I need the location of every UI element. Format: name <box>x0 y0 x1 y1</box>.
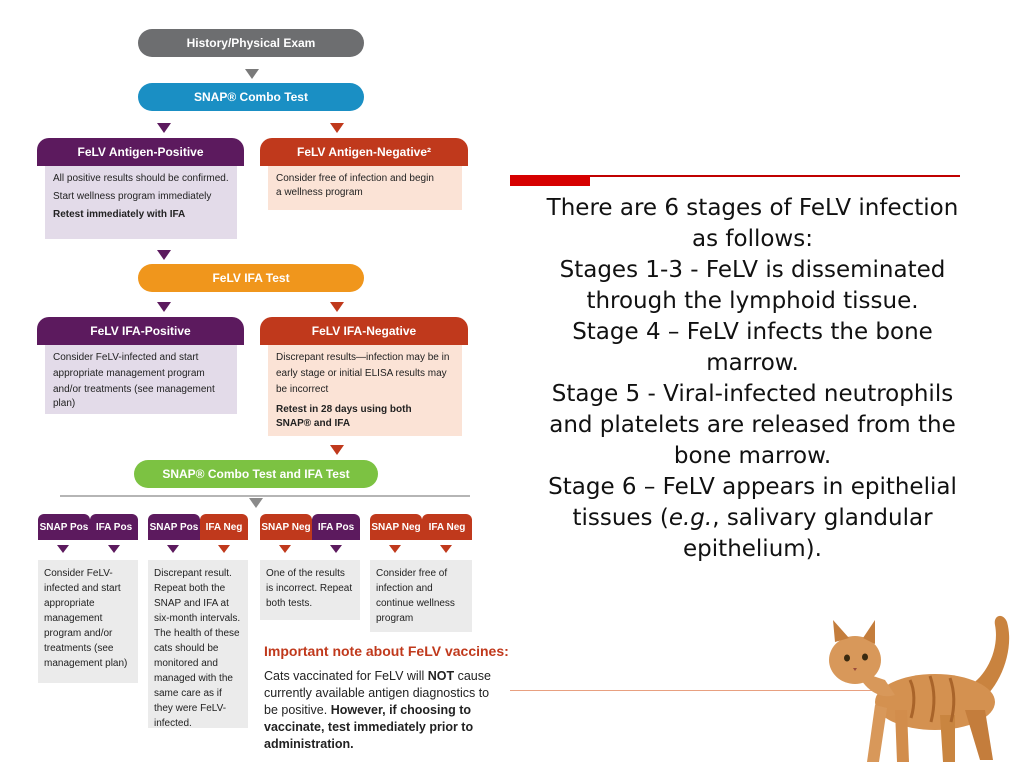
felv-stages-text: There are 6 stages of FeLV infection as … <box>545 193 960 565</box>
note-emphasis: NOT <box>427 669 455 683</box>
tab-snap-pos-2: SNAP Pos <box>148 514 200 540</box>
detail-line: Start wellness program immediately <box>53 191 212 202</box>
felv-antigen-positive-node: FeLV Antigen-Positive <box>37 138 244 166</box>
detail-line: a wellness program <box>276 187 363 198</box>
felv-ifa-negative-node: FeLV IFA-Negative <box>260 317 468 345</box>
detail-line: Discrepant results—infection may be in <box>276 352 450 363</box>
title-accent-block <box>510 175 590 186</box>
tab-ifa-pos-1: IFA Pos <box>90 514 138 540</box>
result-cell-neg-pos: One of the results is incorrect. Repeat … <box>260 560 360 620</box>
arrow-down-icon <box>218 545 230 553</box>
felv-antigen-negative-detail: Consider free of infection and begin a w… <box>268 166 462 210</box>
note-text: Cats vaccinated for FeLV will <box>264 669 428 683</box>
arrow-down-icon <box>330 445 344 455</box>
stage-4: Stage 4 – FeLV infects the bone marrow. <box>572 319 933 376</box>
felv-antigen-negative-node: FeLV Antigen-Negative² <box>260 138 468 166</box>
arrow-down-icon <box>157 250 171 260</box>
result-cell-neg-neg: Consider free of infection and continue … <box>370 560 472 632</box>
note-text: cause currently available antigen diagno… <box>264 669 491 717</box>
tab-ifa-pos-3: IFA Pos <box>312 514 360 540</box>
detail-line: early stage or initial ELISA results may <box>276 368 447 379</box>
felv-ifa-negative-detail: Discrepant results—infection may be in e… <box>268 345 462 436</box>
felv-ifa-positive-detail: Consider FeLV-infected and start appropr… <box>45 345 237 414</box>
tab-snap-pos-1: SNAP Pos <box>38 514 90 540</box>
arrow-down-icon <box>108 545 120 553</box>
felv-ifa-test-node: FeLV IFA Test <box>138 264 364 292</box>
detail-line: and/or treatments (see management plan) <box>53 384 215 409</box>
stage-6: Stage 6 – FeLV appears in epithelial tis… <box>545 472 960 565</box>
tab-ifa-neg-2: IFA Neg <box>200 514 248 540</box>
tab-ifa-neg-4: IFA Neg <box>422 514 472 540</box>
arrow-down-icon <box>330 545 342 553</box>
result-cell-pos-neg: Discrepant result. Repeat both the SNAP … <box>148 560 248 729</box>
detail-line: All positive results should be confirmed… <box>53 173 229 184</box>
note-emphasis: However, if choosing to vaccinate, test … <box>264 703 474 751</box>
arrow-down-icon <box>279 545 291 553</box>
detail-line: appropriate management program <box>53 368 205 379</box>
arrow-down-icon <box>57 545 69 553</box>
result-cell-pos-pos: Consider FeLV-infected and start appropr… <box>38 560 138 683</box>
detail-line: Retest in 28 days using both <box>276 404 412 415</box>
tab-snap-neg-3: SNAP Neg <box>260 514 312 540</box>
arrow-down-icon <box>157 123 171 133</box>
arrow-down-icon <box>167 545 179 553</box>
arrow-down-icon <box>157 302 171 312</box>
orange-cat-image <box>829 615 1010 762</box>
stage-6-text: Stage 6 – FeLV appears in epithelial tis… <box>548 474 957 531</box>
stage-6-eg: e.g. <box>668 505 713 531</box>
connector-line <box>60 495 470 497</box>
arrow-down-icon <box>245 69 259 79</box>
history-exam-node: History/Physical Exam <box>138 29 364 57</box>
vaccine-note-body: Cats vaccinated for FeLV will NOT cause … <box>264 668 504 753</box>
stage-6-text-end: , salivary glandular epithelium). <box>683 505 933 562</box>
felv-ifa-positive-node: FeLV IFA-Positive <box>37 317 244 345</box>
felv-flowchart: History/Physical Exam SNAP® Combo Test F… <box>0 0 510 768</box>
detail-line: Retest immediately with IFA <box>53 209 186 220</box>
footer-line <box>510 690 910 691</box>
snap-combo-test-node: SNAP® Combo Test <box>138 83 364 111</box>
detail-line: Consider free of infection and begin <box>276 173 434 184</box>
stage-5: Stage 5 - Viral-infected neutrophils and… <box>549 381 956 469</box>
detail-line: Consider FeLV-infected and start <box>53 352 199 363</box>
stages-intro: There are 6 stages of FeLV infection as … <box>546 195 959 252</box>
arrow-down-icon <box>249 498 263 508</box>
arrow-down-icon <box>389 545 401 553</box>
arrow-down-icon <box>440 545 452 553</box>
arrow-down-icon <box>330 123 344 133</box>
felv-antigen-positive-detail: All positive results should be confirmed… <box>45 166 237 239</box>
title-divider-line <box>510 175 960 177</box>
snap-combo-and-ifa-node: SNAP® Combo Test and IFA Test <box>134 460 378 488</box>
vaccine-note-title: Important note about FeLV vaccines: <box>264 643 509 659</box>
stage-1-3: Stages 1-3 - FeLV is disseminated throug… <box>559 257 946 314</box>
arrow-down-icon <box>330 302 344 312</box>
detail-line: SNAP® and IFA <box>276 418 351 429</box>
detail-line: be incorrect <box>276 384 329 395</box>
tab-snap-neg-4: SNAP Neg <box>370 514 422 540</box>
